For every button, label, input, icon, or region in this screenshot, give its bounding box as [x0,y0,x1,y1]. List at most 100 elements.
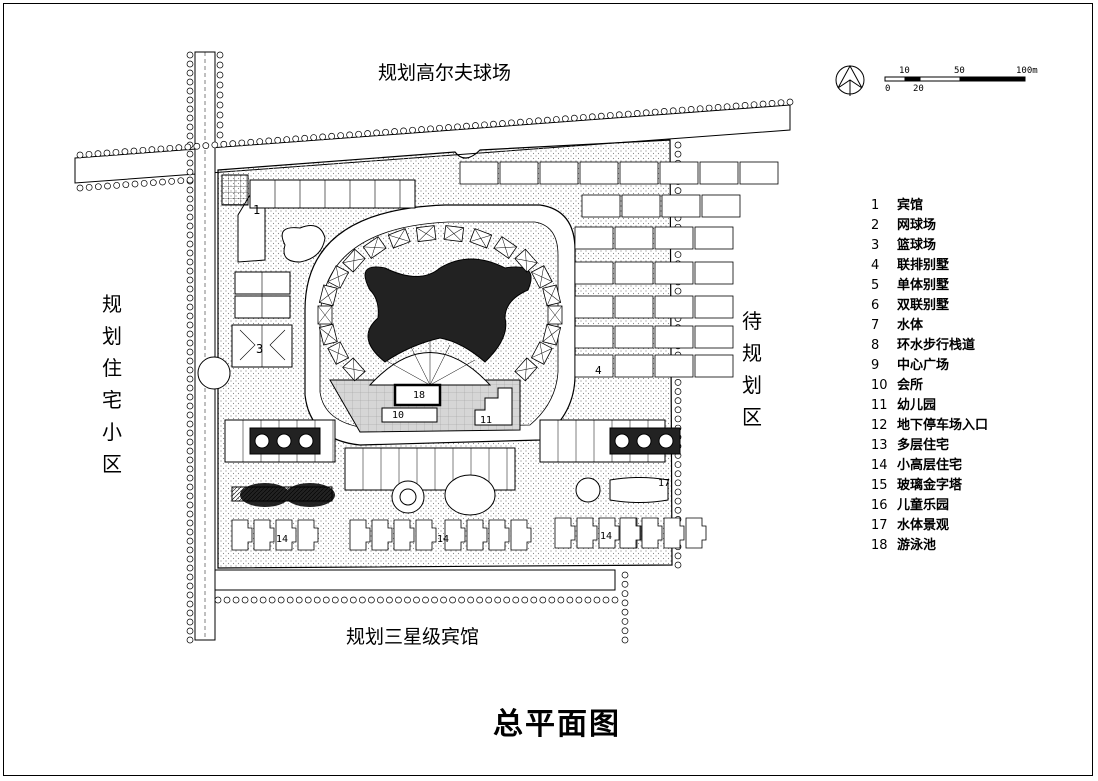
tree [186,330,194,338]
tree [186,546,194,554]
tree [216,51,224,59]
tree [611,596,619,604]
tree [241,596,249,604]
tree [588,113,596,121]
tree [112,148,120,156]
tree [186,114,194,122]
villa-ridge [416,225,437,242]
tree [445,124,452,131]
tree [186,375,194,383]
villa [362,236,387,259]
villa [547,305,563,325]
scale-bar [884,76,1026,82]
tree [186,510,194,518]
townhouse-unit [614,261,654,285]
legend-number: 11 [871,398,888,413]
tree [140,179,148,187]
tree [186,186,194,194]
tree [186,384,194,392]
townhouse-unit [539,161,579,185]
tree [186,258,194,266]
tree [186,393,194,401]
tree [186,438,194,446]
scale-10: 10 [899,66,910,76]
tree [193,142,201,150]
tree [472,122,479,129]
villa-ridge [514,249,538,273]
high-rise-block [231,519,253,551]
tree [440,596,447,604]
tree [705,104,713,112]
tree [696,105,704,113]
tree [346,131,353,139]
tree [526,118,533,125]
tree [535,117,542,125]
tree [337,132,344,139]
villa [514,357,538,382]
tree [286,596,294,604]
legend-name: 儿童乐园 [897,498,950,513]
tree [186,60,194,68]
tree [404,596,411,604]
townhouse-unit [621,194,661,218]
high-rise-block [466,519,488,551]
villa [387,228,411,249]
legend-name: 联排别墅 [897,258,950,273]
tree [732,102,740,110]
tree [186,636,194,644]
tree [674,397,682,405]
legend-number: 7 [871,318,880,333]
tree [669,107,677,115]
tree [186,87,194,95]
tree [259,596,267,604]
legend-number: 9 [871,358,880,373]
villa-ridge [493,236,517,259]
tree [674,552,682,560]
tree [104,182,111,190]
tree [250,596,258,604]
legend-name: 游泳池 [897,538,937,553]
tree [579,114,587,121]
tree [186,609,194,617]
tree [678,106,686,114]
label-highrise-b: 14 [437,534,450,545]
tree [301,134,309,142]
legend-number: 3 [871,238,880,253]
tree [674,187,682,195]
legend-item: 7 水体 [871,316,988,336]
villa [542,323,562,346]
label-highrise-a: 14 [276,534,289,545]
townhouse-unit [694,295,734,319]
tree [186,483,194,491]
tree [750,101,758,109]
tree [256,138,264,145]
tree [186,123,194,131]
tree [687,106,695,113]
tree [467,596,474,604]
villa [318,284,338,307]
tree [216,61,224,69]
tree [454,123,461,131]
tree [674,479,682,487]
townhouse-unit [701,194,741,218]
legend-name: 玻璃金字塔 [897,478,963,493]
label-water-feature: 17 [658,478,671,489]
tree [186,132,194,140]
tree [674,251,682,258]
tree [220,140,228,148]
tree [391,128,398,135]
legend-name: 水体 [897,318,924,333]
tree [621,608,629,616]
townhouse-unit [699,161,739,185]
tree [373,129,380,137]
tree [186,474,194,482]
townhouse-unit [654,325,694,349]
tree [94,150,102,158]
tree [377,596,384,604]
